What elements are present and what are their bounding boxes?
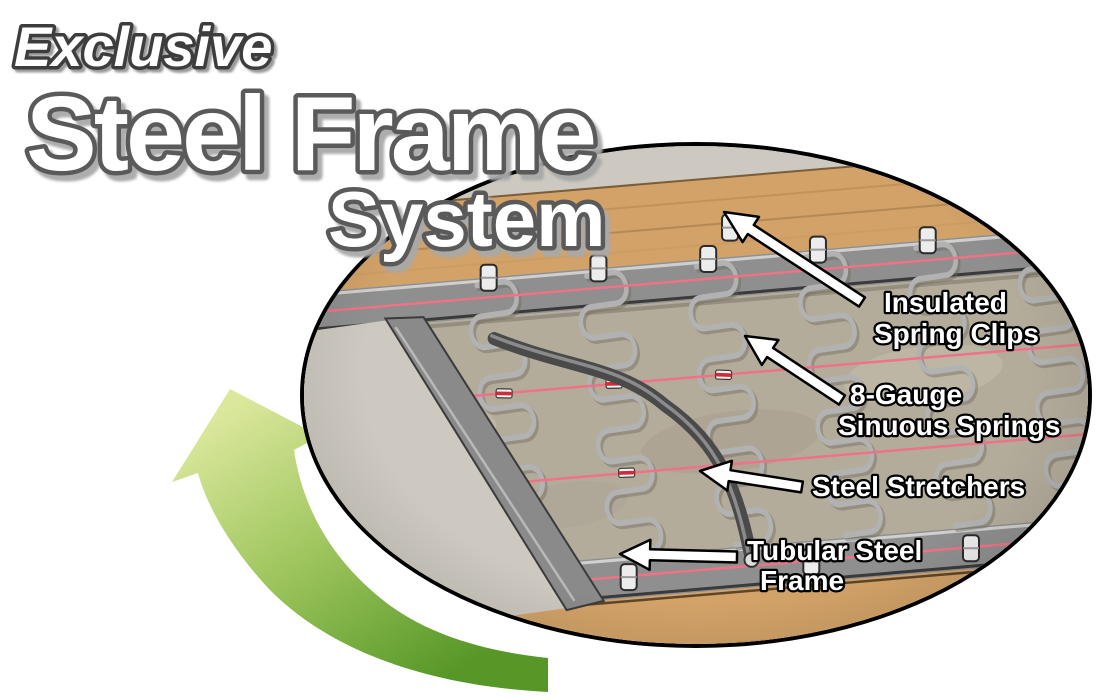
steel-stretcher — [487, 332, 760, 568]
frame-photo-oval — [300, 142, 1092, 648]
left-floor-and-rail — [304, 316, 606, 644]
frame-illustration — [304, 146, 1088, 644]
green-arrow-shape — [172, 389, 548, 692]
frame-scene — [304, 146, 1088, 644]
